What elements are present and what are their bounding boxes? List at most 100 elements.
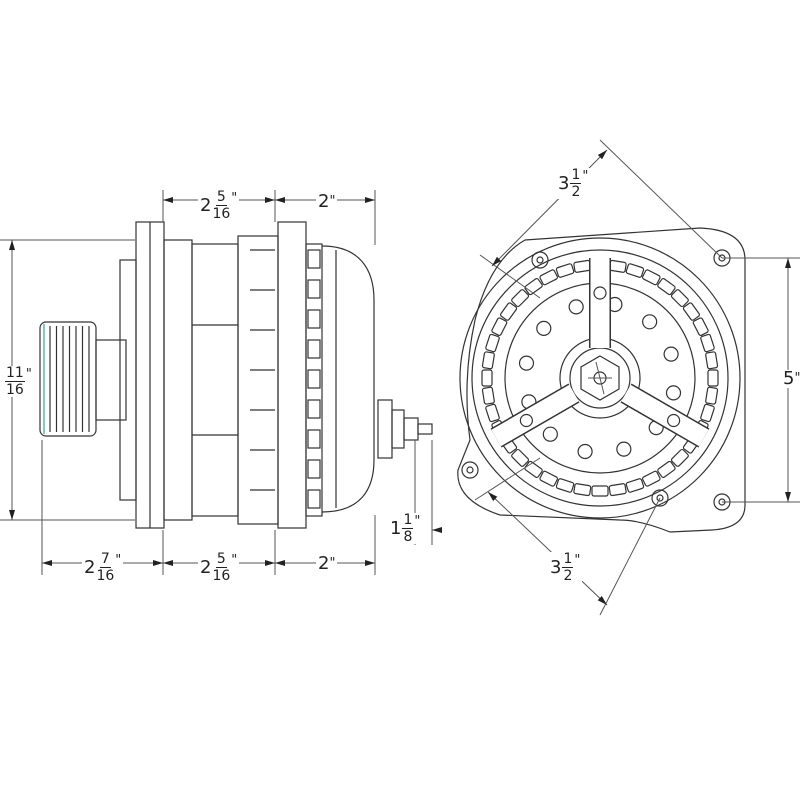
bolt-head [568, 299, 584, 315]
vent-slot [625, 263, 645, 278]
vent-slot [524, 278, 543, 296]
vent-slot [670, 448, 689, 467]
cooling-fin [307, 309, 321, 329]
cooling-fin [307, 429, 321, 449]
strap-hole [667, 413, 681, 428]
dim-unit: " [414, 514, 421, 529]
bolt-head [518, 355, 535, 371]
dim-whole: 2 [318, 191, 330, 212]
dim-unit: " [231, 553, 238, 568]
rear-housing [277, 221, 375, 529]
vent-slot [485, 403, 500, 423]
dim-num: 5 [215, 551, 227, 568]
vent-slot [682, 302, 700, 321]
dim-unit: " [794, 371, 800, 386]
dim-unit: " [582, 169, 589, 184]
vent-slot [625, 478, 645, 493]
vent-slot [524, 460, 543, 478]
vent-slot [500, 302, 518, 321]
vent-slot [670, 289, 689, 308]
mount-hole [651, 489, 669, 507]
cooling-fin [307, 459, 321, 479]
dim-whole: 3 [550, 556, 562, 578]
dim-unit: " [115, 553, 122, 568]
stator-body [191, 235, 279, 525]
vent-slot [700, 403, 715, 423]
mount-hole [461, 461, 479, 479]
front-housing [119, 221, 193, 529]
cooling-fin [307, 249, 321, 269]
vent-slot [555, 263, 575, 278]
dim-num: 11 [5, 365, 25, 382]
dim-unit: " [329, 556, 336, 571]
dim-den: 16 [212, 568, 231, 584]
vent-slot [573, 259, 592, 273]
dim-den: 16 [96, 568, 115, 584]
bolt-head [616, 441, 632, 457]
dim-whole: 3 [558, 172, 570, 194]
mount-hole-center [656, 494, 664, 502]
vent-slot [608, 259, 627, 273]
vent-slot [705, 386, 719, 405]
vent-slot [700, 333, 715, 353]
front-view [457, 227, 746, 533]
vent-slot [491, 317, 508, 337]
vent-slot [539, 470, 559, 487]
front-dimension-lines [474, 139, 800, 616]
hex-nut [580, 355, 620, 401]
dim-num: 7 [99, 551, 111, 568]
dim-top-rear: 2" [316, 191, 338, 212]
cooling-fin [307, 339, 321, 359]
strap-hole [593, 286, 607, 300]
vent-slot [539, 269, 559, 286]
vent-slot [707, 369, 719, 387]
strap-hole [519, 413, 533, 428]
side-view [39, 221, 433, 529]
vent-slot [657, 278, 676, 296]
dim-whole: 2 [84, 556, 96, 578]
vent-slot [511, 448, 530, 467]
vent-slot [608, 483, 627, 497]
cooling-fin [307, 399, 321, 419]
dim-num: 1 [570, 167, 582, 184]
mount-hole-center [466, 466, 474, 474]
vent-slot [481, 369, 493, 387]
output-stud [377, 399, 433, 459]
dim-unit: " [231, 191, 238, 206]
dim-unit: " [574, 553, 581, 568]
dim-den: 2 [571, 184, 581, 200]
vent-slot [481, 386, 495, 405]
cooling-fin [307, 489, 321, 509]
vent-slot [555, 478, 575, 493]
vent-slot [657, 460, 676, 478]
mount-hole-center [536, 256, 544, 264]
diode-strap-inner [621, 384, 709, 447]
dim-den: 2 [563, 568, 573, 584]
dim-unit: " [25, 367, 32, 382]
dim-whole: 2 [200, 556, 212, 578]
dim-num: 1 [402, 512, 414, 529]
dim-right-height: 5" [781, 370, 800, 388]
diode-strap-inner [491, 384, 579, 447]
dim-bottom-rear: 2" [316, 553, 338, 574]
vent-slot [692, 317, 709, 337]
vent-slot [591, 485, 609, 497]
dim-whole: 5 [783, 368, 795, 389]
bolt-head [536, 320, 552, 336]
vent-slot [573, 483, 592, 497]
dim-whole: 2 [318, 553, 330, 574]
bolt-head [665, 385, 682, 401]
